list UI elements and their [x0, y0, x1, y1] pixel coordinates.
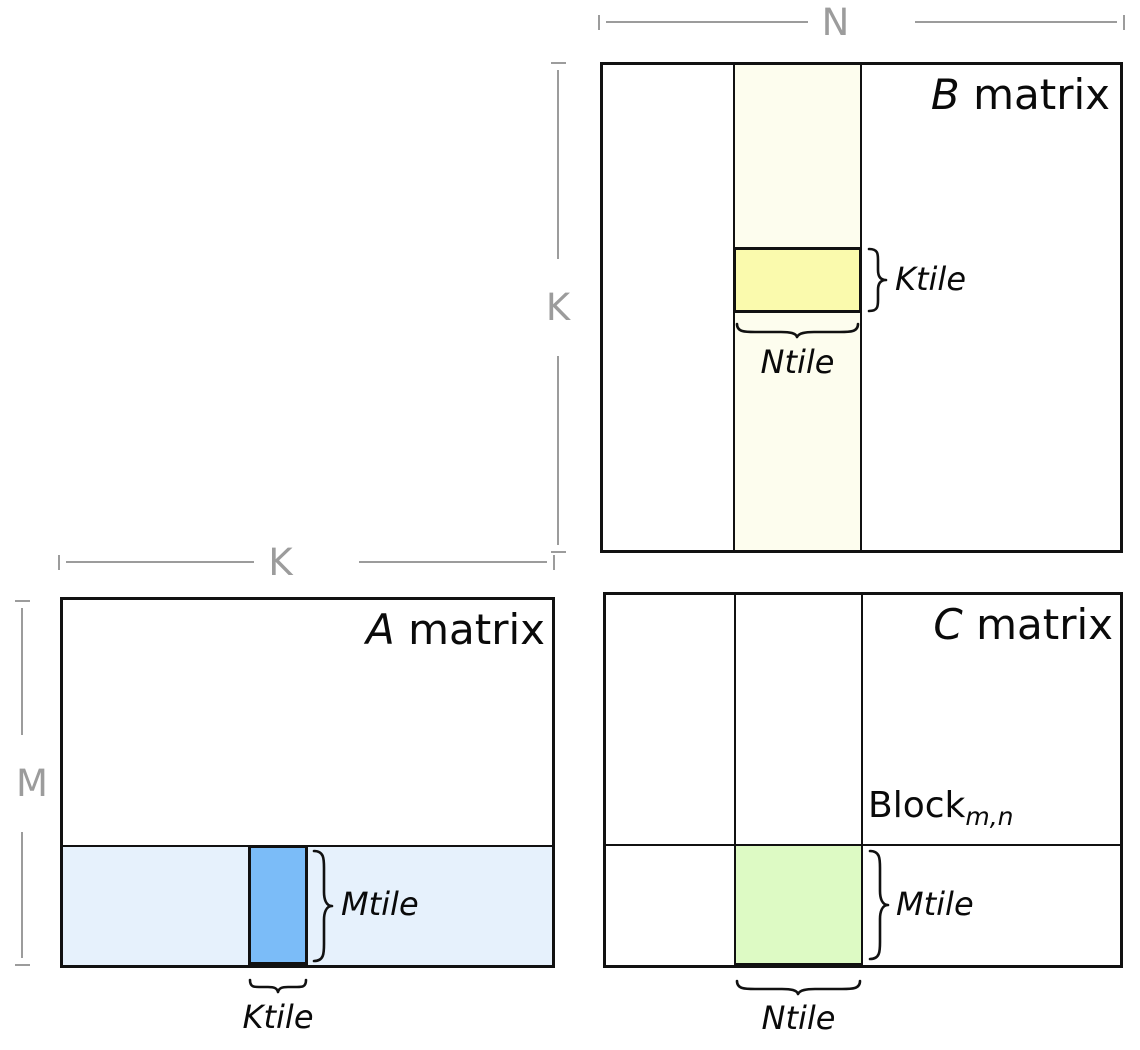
c-matrix-title: C matrix: [855, 600, 1113, 649]
mtile-label-c: Mtile: [896, 885, 974, 923]
c-matrix-box: [603, 592, 1123, 968]
dim-line-segment: [915, 21, 1117, 23]
c-matrix-word: matrix: [962, 600, 1113, 649]
dim-tick: [550, 62, 566, 64]
dim-line-segment: [557, 70, 559, 259]
block-subscript: m,n: [965, 802, 1014, 832]
a-matrix-title: A matrix: [290, 605, 545, 654]
c-block-tile: [734, 844, 863, 965]
ktile-label-b: Ktile: [895, 260, 966, 298]
dim-label-k-a: K: [268, 540, 293, 584]
c-grid-line-right: [861, 595, 863, 965]
dim-line-k-b: K: [540, 62, 576, 553]
dim-line-segment: [21, 608, 23, 735]
b-matrix-word: matrix: [959, 70, 1110, 119]
dim-label-k-b: K: [545, 286, 571, 329]
mtile-label-a: Mtile: [341, 885, 419, 923]
ktile-underbrace-icon: [248, 978, 308, 994]
a-matrix-word: matrix: [394, 605, 545, 654]
dim-line-n: N: [598, 0, 1125, 44]
b-matrix-title: B matrix: [850, 70, 1110, 119]
dim-line-segment: [606, 21, 808, 23]
mtile-brace-icon: [868, 849, 890, 961]
b-ktile-ntile-tile: [733, 247, 862, 313]
dim-line-k-a: K: [58, 540, 556, 584]
c-grid-line-horizontal: [606, 844, 1120, 846]
dim-tick: [14, 600, 30, 602]
block-word: Block: [868, 785, 966, 826]
c-grid-line-left: [734, 595, 736, 965]
ktile-brace-icon: [867, 247, 888, 313]
block-mn-label: Blockm,n: [868, 786, 1014, 831]
c-matrix-letter: C: [933, 600, 963, 649]
ktile-label-a: Ktile: [242, 998, 314, 1036]
dim-tick: [58, 554, 60, 570]
dim-line-segment: [21, 831, 23, 958]
ntile-underbrace-icon: [735, 322, 860, 339]
dim-line-segment: [66, 561, 255, 563]
dim-line-segment: [358, 561, 548, 563]
b-matrix-letter: B: [930, 70, 960, 119]
dim-tick: [553, 554, 556, 570]
ntile-label-b: Ntile: [760, 343, 835, 381]
dim-tick: [598, 14, 600, 30]
dim-line-m: M: [4, 600, 48, 966]
mtile-brace-icon: [312, 849, 334, 963]
dim-line-segment: [557, 356, 559, 545]
a-matrix-letter: A: [366, 605, 395, 654]
ntile-label-c: Ntile: [761, 999, 836, 1037]
dim-label-n: N: [821, 0, 850, 44]
dim-tick: [1123, 14, 1125, 30]
ntile-underbrace-icon: [735, 979, 862, 996]
dim-tick: [14, 964, 30, 966]
dim-label-m: M: [16, 761, 48, 805]
a-mtile-ktile-tile: [248, 845, 308, 965]
dim-tick: [550, 551, 566, 553]
